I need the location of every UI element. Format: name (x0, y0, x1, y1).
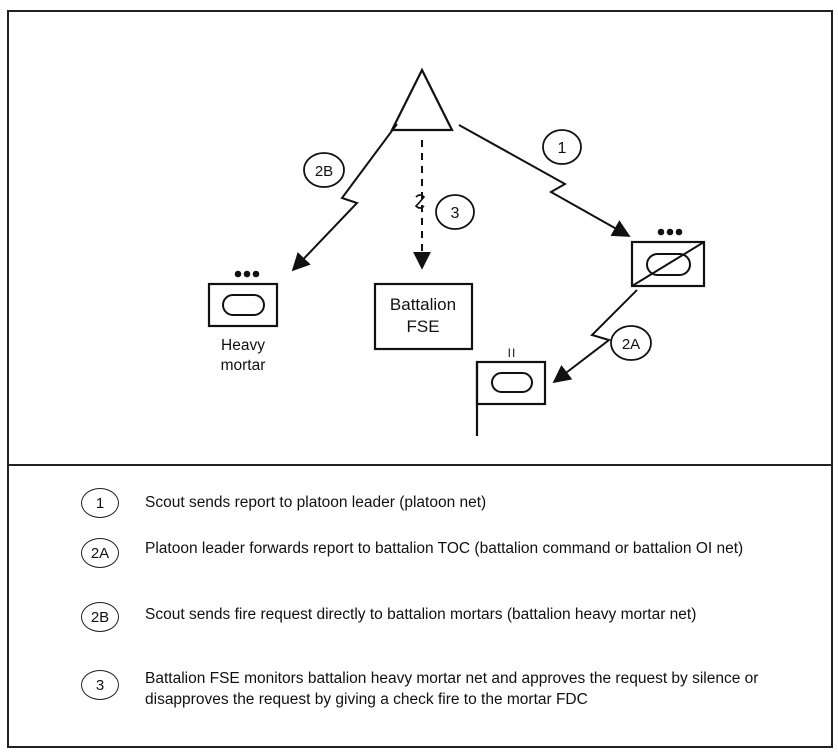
tag-2b-circle: 2B (303, 152, 345, 188)
section-divider (9, 464, 831, 466)
legend-text-2b: Scout sends fire request directly to bat… (145, 606, 697, 623)
legend-badge-2a: 2A (81, 538, 119, 568)
figure-frame: 1 2B 3 Heavy mortar Battalion FSE (7, 10, 833, 748)
link-2a-arrow (552, 289, 638, 384)
tag-3-circle: 3 (435, 194, 475, 230)
tag-1-label: 1 (558, 140, 567, 157)
tag-2b-label: 2B (315, 163, 333, 180)
link-2b-arrow (291, 123, 398, 272)
tag-1-circle: 1 (542, 129, 582, 165)
tag-2a-circle: 2A (610, 325, 652, 361)
heavy-mortar-label-line2: mortar (221, 357, 266, 374)
tag-3-label: 3 (451, 205, 460, 222)
link-1-arrow (458, 124, 631, 237)
heavy-mortar-unit-icon (207, 270, 279, 328)
radio-net-diagram: 1 2B 3 Heavy mortar Battalion FSE (207, 67, 706, 436)
heavy-mortar-label-line1: Heavy (221, 337, 265, 354)
legend-text-2a: Platoon leader forwards report to battal… (145, 540, 744, 557)
scout-triangle-icon (390, 67, 454, 132)
tag-2a-label: 2A (622, 336, 640, 353)
battalion-fse-box: Battalion FSE (373, 282, 474, 351)
platoon-leader-unit-icon (630, 228, 706, 288)
legend-badge-2b: 2B (81, 602, 119, 632)
link-3-squiggle-icon (414, 194, 426, 209)
battalion-toc-unit-icon: II (475, 346, 547, 436)
legend-text-3: Battalion FSE monitors battalion heavy m… (145, 670, 759, 708)
battalion-fse-label-line1: Battalion (390, 295, 456, 314)
legend-badge-1: 1 (81, 488, 119, 518)
legend-text-1: Scout sends report to platoon leader (pl… (145, 494, 487, 511)
battalion-fse-label-line2: FSE (406, 317, 439, 336)
battalion-toc-echelon-mark: II (508, 346, 517, 360)
legend-badge-3: 3 (81, 670, 119, 700)
